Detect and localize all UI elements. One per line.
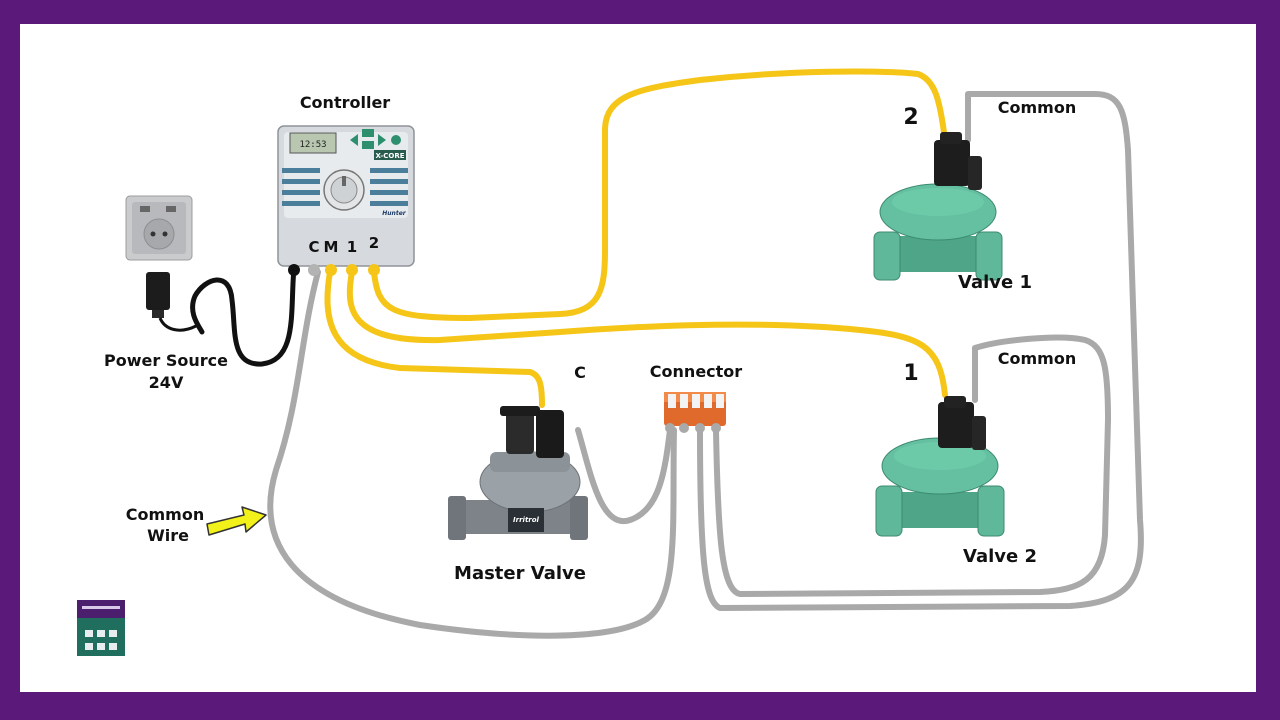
power-source-label-line2: 24V: [149, 373, 184, 392]
master-valve-c-marker: C: [574, 363, 586, 382]
zone-valve-2: [875, 396, 1005, 537]
power-adapter: [146, 272, 197, 332]
terminal-c-label: C: [308, 238, 319, 256]
master-valve-badge: [508, 508, 544, 532]
controller-brand: Hunter: [382, 210, 407, 217]
controller-up-button: [362, 129, 374, 137]
controller-display: [289, 132, 337, 154]
zone1-marker: 1: [903, 361, 918, 386]
common-wire-master-valve: [575, 427, 673, 525]
zone1-wire: [346, 269, 948, 398]
wire-connector: [664, 392, 726, 433]
power-source-label-line1: Power Source: [104, 351, 228, 370]
controller-menu-stripes: [282, 168, 408, 206]
master-valve: Irritrol: [448, 406, 588, 540]
terminal-m-label: M: [324, 238, 339, 256]
terminal-1-label: 1: [347, 238, 357, 256]
power-wire: [190, 265, 297, 367]
power-outlet: [125, 195, 193, 261]
connector-label: Connector: [650, 362, 742, 381]
controller-model: X-CORE: [376, 152, 405, 160]
controller-title: Controller: [300, 93, 390, 112]
terminal-1-dot: [346, 264, 358, 276]
master-valve-brand: Irritrol: [513, 516, 540, 524]
controller-right-button: [378, 134, 386, 146]
common-label-valve1: Common: [998, 98, 1076, 117]
controller-unit: 12:53 X-CORE Hunter C M 1 2: [277, 125, 415, 267]
common-wire-arrow-icon: [206, 506, 267, 536]
valve2-label: Valve 2: [963, 546, 1037, 567]
zone2-wire: [371, 68, 948, 321]
terminal-power-dot: [288, 264, 300, 276]
controller-left-button: [350, 134, 358, 146]
terminal-2-dot: [368, 264, 380, 276]
common-wire-valve2: [713, 334, 1111, 597]
valve1-label: Valve 1: [958, 272, 1032, 293]
common-wire-label-line1: Common: [126, 505, 204, 524]
diagram-canvas: [20, 24, 1256, 692]
controller-terminals: [288, 264, 380, 276]
controller-run-button: [391, 135, 401, 145]
master-valve-label: Master Valve: [454, 563, 586, 584]
terminal-m-dot: [325, 264, 337, 276]
channel-logo: [77, 600, 125, 656]
common-wire-label-line2: Wire: [147, 526, 189, 545]
terminal-c-dot: [308, 264, 320, 276]
zone-valve-1: [873, 132, 1003, 281]
common-wire-main: [267, 269, 677, 639]
common-wire-valve1: [697, 91, 1144, 611]
controller-display-time: 12:53: [299, 140, 326, 150]
zone2-marker: 2: [903, 105, 918, 130]
controller-down-button: [362, 141, 374, 149]
common-label-valve2: Common: [998, 349, 1076, 368]
master-valve-wire: [324, 269, 545, 408]
terminal-2-label: 2: [369, 234, 379, 252]
